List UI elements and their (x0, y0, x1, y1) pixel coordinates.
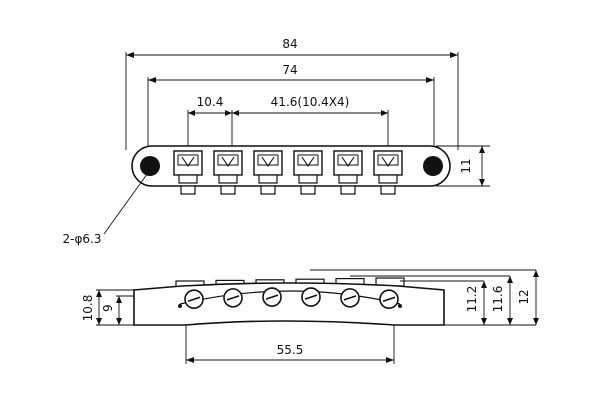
saddle-4 (293, 150, 323, 195)
saddle-1 (173, 150, 203, 195)
dim-label-12: 12 (517, 289, 531, 304)
string-end-left (178, 304, 182, 308)
dim-label-84: 84 (282, 37, 297, 51)
dim-label-11: 11 (459, 158, 473, 173)
dim-left-heights: 10.8 9 (81, 289, 134, 326)
dim-label-10-4: 10.4 (197, 95, 224, 109)
side-view: 11.2 11.6 12 10.8 9 (81, 269, 539, 364)
dim-label-41-6: 41.6(10.4X4) (271, 95, 350, 109)
side-screw-5 (340, 288, 360, 308)
top-view: 84 74 10.4 41.6(10.4X4) (63, 37, 490, 246)
dim-label-9: 9 (101, 304, 115, 312)
dim-right-heights: 11.2 11.6 12 (465, 270, 539, 325)
side-screw-4 (301, 287, 321, 307)
bridge-body (131, 145, 451, 187)
mount-hole-left (140, 156, 160, 176)
dim-base-length: 55.5 (185, 325, 395, 364)
string-end-right (398, 304, 402, 308)
side-screw-2 (223, 288, 243, 308)
side-screw-1 (184, 289, 204, 310)
dim-label-55-5: 55.5 (277, 343, 304, 357)
dim-post-spacing: 74 (147, 63, 435, 160)
dim-label-11-2: 11.2 (465, 286, 479, 313)
side-screw-group (184, 287, 399, 310)
string-arc (179, 290, 401, 305)
dim-height: 11 (436, 145, 490, 187)
saddle-2 (213, 150, 243, 195)
mount-hole-right (423, 156, 443, 176)
dim-label-hole: 2-φ6.3 (63, 232, 102, 246)
hole-callout: 2-φ6.3 (63, 169, 151, 246)
side-screw-3 (262, 287, 282, 307)
dim-label-74: 74 (282, 63, 297, 77)
saddle-3 (253, 150, 283, 195)
dim-label-11-6: 11.6 (491, 286, 505, 313)
side-screw-6 (379, 289, 399, 310)
saddle-6 (373, 150, 403, 195)
saddle-5 (333, 150, 363, 195)
saddle-group (173, 150, 403, 195)
dim-label-10-8: 10.8 (81, 295, 95, 322)
dim-overall-length: 84 (125, 37, 459, 150)
